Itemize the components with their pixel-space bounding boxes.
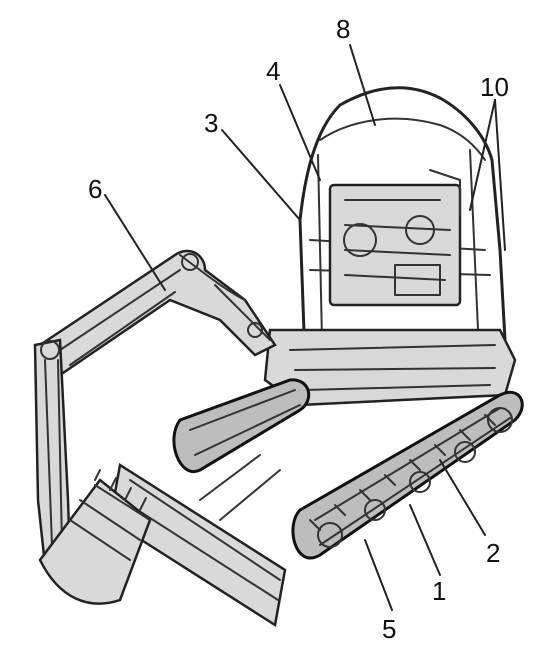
callout-1: 1 bbox=[432, 576, 446, 606]
callout-3: 3 bbox=[204, 108, 218, 138]
cab-machinery bbox=[328, 169, 462, 307]
bucket bbox=[38, 469, 152, 605]
callout-4: 4 bbox=[266, 56, 280, 86]
callout-10: 10 bbox=[480, 72, 509, 102]
boom bbox=[38, 249, 277, 377]
right-track bbox=[291, 390, 524, 560]
callout-8: 5 bbox=[382, 614, 396, 644]
callout-2: 2 bbox=[486, 538, 500, 568]
leader-lines bbox=[104, 44, 506, 611]
callout-5: 8 bbox=[336, 14, 350, 44]
callout-6: 6 bbox=[88, 174, 102, 204]
left-track bbox=[172, 378, 311, 474]
upper-body bbox=[263, 328, 517, 407]
callout-labels: 8 4 3 6 10 2 1 5 bbox=[88, 14, 509, 644]
